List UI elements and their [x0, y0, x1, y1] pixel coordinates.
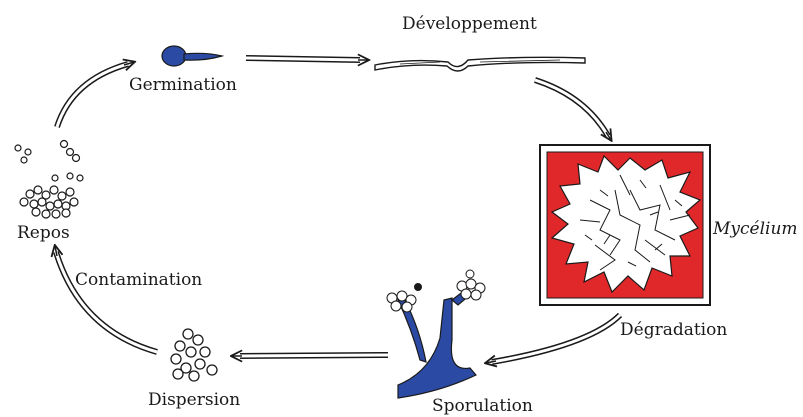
label-developpement: Développement	[402, 14, 537, 34]
label-mycelium: Mycélium	[713, 219, 798, 239]
developing-hypha-icon	[374, 56, 586, 72]
label-degradation: Dégradation	[620, 320, 728, 340]
arrow-dispersion-to-repos	[55, 246, 158, 355]
label-dispersion: Dispersion	[148, 390, 241, 410]
substrate-mycelium-panel	[539, 144, 711, 306]
arrow-developpement-to-degradation	[534, 77, 611, 140]
sporulating-fungus-icon	[386, 269, 486, 399]
resting-spores-icon	[14, 139, 84, 219]
label-germination: Germination	[129, 75, 237, 95]
arrow-repos-to-germination	[54, 62, 134, 128]
label-sporulation: Sporulation	[432, 396, 533, 416]
label-repos: Repos	[17, 223, 70, 243]
mycelium-mass	[550, 154, 702, 294]
sporangium-right-icon	[456, 269, 486, 301]
dispersing-spores-icon	[170, 328, 218, 382]
sporangium-left-icon	[386, 283, 422, 313]
arrow-degradation-to-sporulation	[486, 312, 623, 363]
arrow-germination-to-developpement	[245, 58, 368, 60]
label-contamination: Contamination	[75, 270, 203, 290]
germinating-spore-icon	[161, 45, 225, 67]
arrow-sporulation-to-dispersion	[232, 355, 389, 356]
